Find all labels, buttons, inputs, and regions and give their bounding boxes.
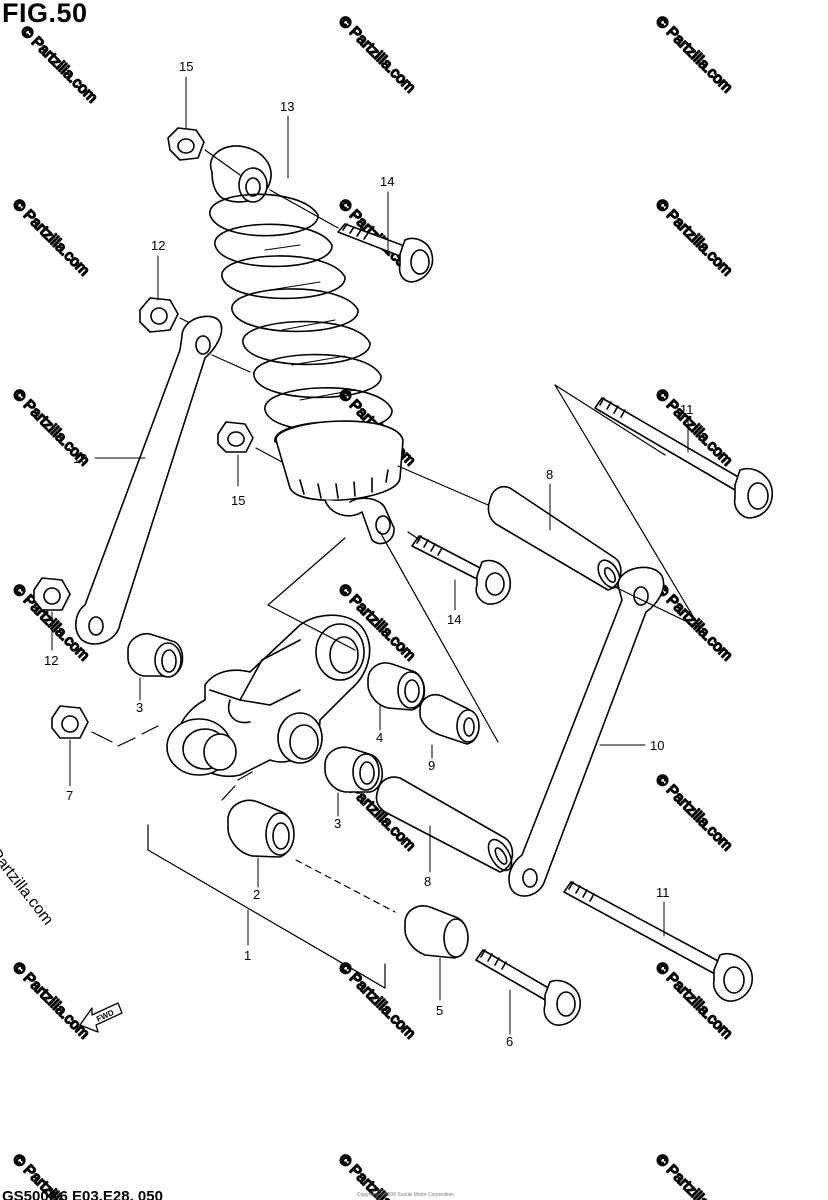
callout-12-lower: 12 [44, 653, 58, 668]
callout-1: 1 [244, 948, 251, 963]
callout-15-top: 15 [179, 59, 193, 74]
callout-7: 7 [66, 788, 73, 803]
callout-8-lower: 8 [424, 874, 431, 889]
nut-7 [51, 705, 159, 747]
callout-9: 9 [428, 758, 435, 773]
footer-model-code: GS500K6 E03,E28, 050 [2, 1188, 163, 1200]
callout-10-right: 10 [650, 738, 664, 753]
tie-rod-10-left [75, 315, 251, 645]
figure-title: FIG.50 [2, 0, 88, 28]
callout-14-lower: 14 [447, 612, 461, 627]
bolt-14-upper [337, 223, 434, 283]
nut-15-top [167, 127, 339, 229]
callout-2: 2 [253, 887, 260, 902]
watermark: © Partzilla.com [652, 1151, 735, 1200]
spacer-5 [404, 905, 469, 959]
cushion-lever [166, 614, 371, 777]
callout-3-right: 3 [334, 816, 341, 831]
nut-15-middle [217, 421, 283, 463]
bearing-2 [227, 799, 295, 858]
watermark: © Partzilla.com [652, 771, 735, 854]
bolt-11-lower [563, 881, 753, 1002]
watermark: © Partzilla.com [652, 581, 735, 664]
callout-3-left: 3 [136, 700, 143, 715]
callout-6: 6 [506, 1034, 513, 1049]
leader-lines [51, 76, 689, 1035]
bolt-11-upper [594, 397, 773, 519]
bolt-6 [475, 949, 581, 1026]
bolt-14-lower [411, 535, 512, 605]
callout-12-upper: 12 [151, 238, 165, 253]
watermark: © Partzilla.com [9, 959, 92, 1042]
tie-rod-10-right [508, 566, 665, 897]
bearing-4 [367, 662, 426, 711]
callout-15-middle: 15 [231, 493, 245, 508]
nut-12-upper [139, 297, 197, 333]
callout-5: 5 [436, 1003, 443, 1018]
callout-4: 4 [376, 730, 383, 745]
spacer-9 [419, 694, 480, 745]
watermark: © Partzilla.com [652, 196, 735, 279]
assembly-lines [147, 384, 701, 989]
callout-14-upper: 14 [380, 174, 394, 189]
bearing-3-right [324, 746, 384, 793]
callout-labels: 15 13 14 12 11 10 15 8 14 12 3 4 9 7 10 … [44, 59, 694, 1049]
forward-arrow-icon: FWD [79, 1002, 123, 1033]
callout-11-upper: 11 [680, 402, 694, 417]
watermark: © Partzilla.com [335, 13, 418, 96]
watermark: © Partzilla.com [335, 959, 418, 1042]
watermark: © Partzilla.com [17, 23, 100, 106]
footer-copyright: Copyright © 2006 Suzuki Motor Corporatio… [357, 1192, 455, 1198]
callout-8-upper: 8 [546, 467, 553, 482]
callout-10-left: 10 [73, 451, 87, 466]
rear-shock-absorber [209, 145, 404, 545]
spacer-8-lower [375, 776, 514, 873]
callout-13: 13 [280, 99, 294, 114]
nut-12-lower [33, 577, 71, 611]
watermark: © Partzilla.com [652, 13, 735, 96]
bearing-3-left [127, 632, 184, 678]
callout-11-lower: 11 [656, 885, 670, 900]
spacer-8-upper [487, 485, 622, 591]
watermark: © Partzilla.com [9, 196, 92, 279]
